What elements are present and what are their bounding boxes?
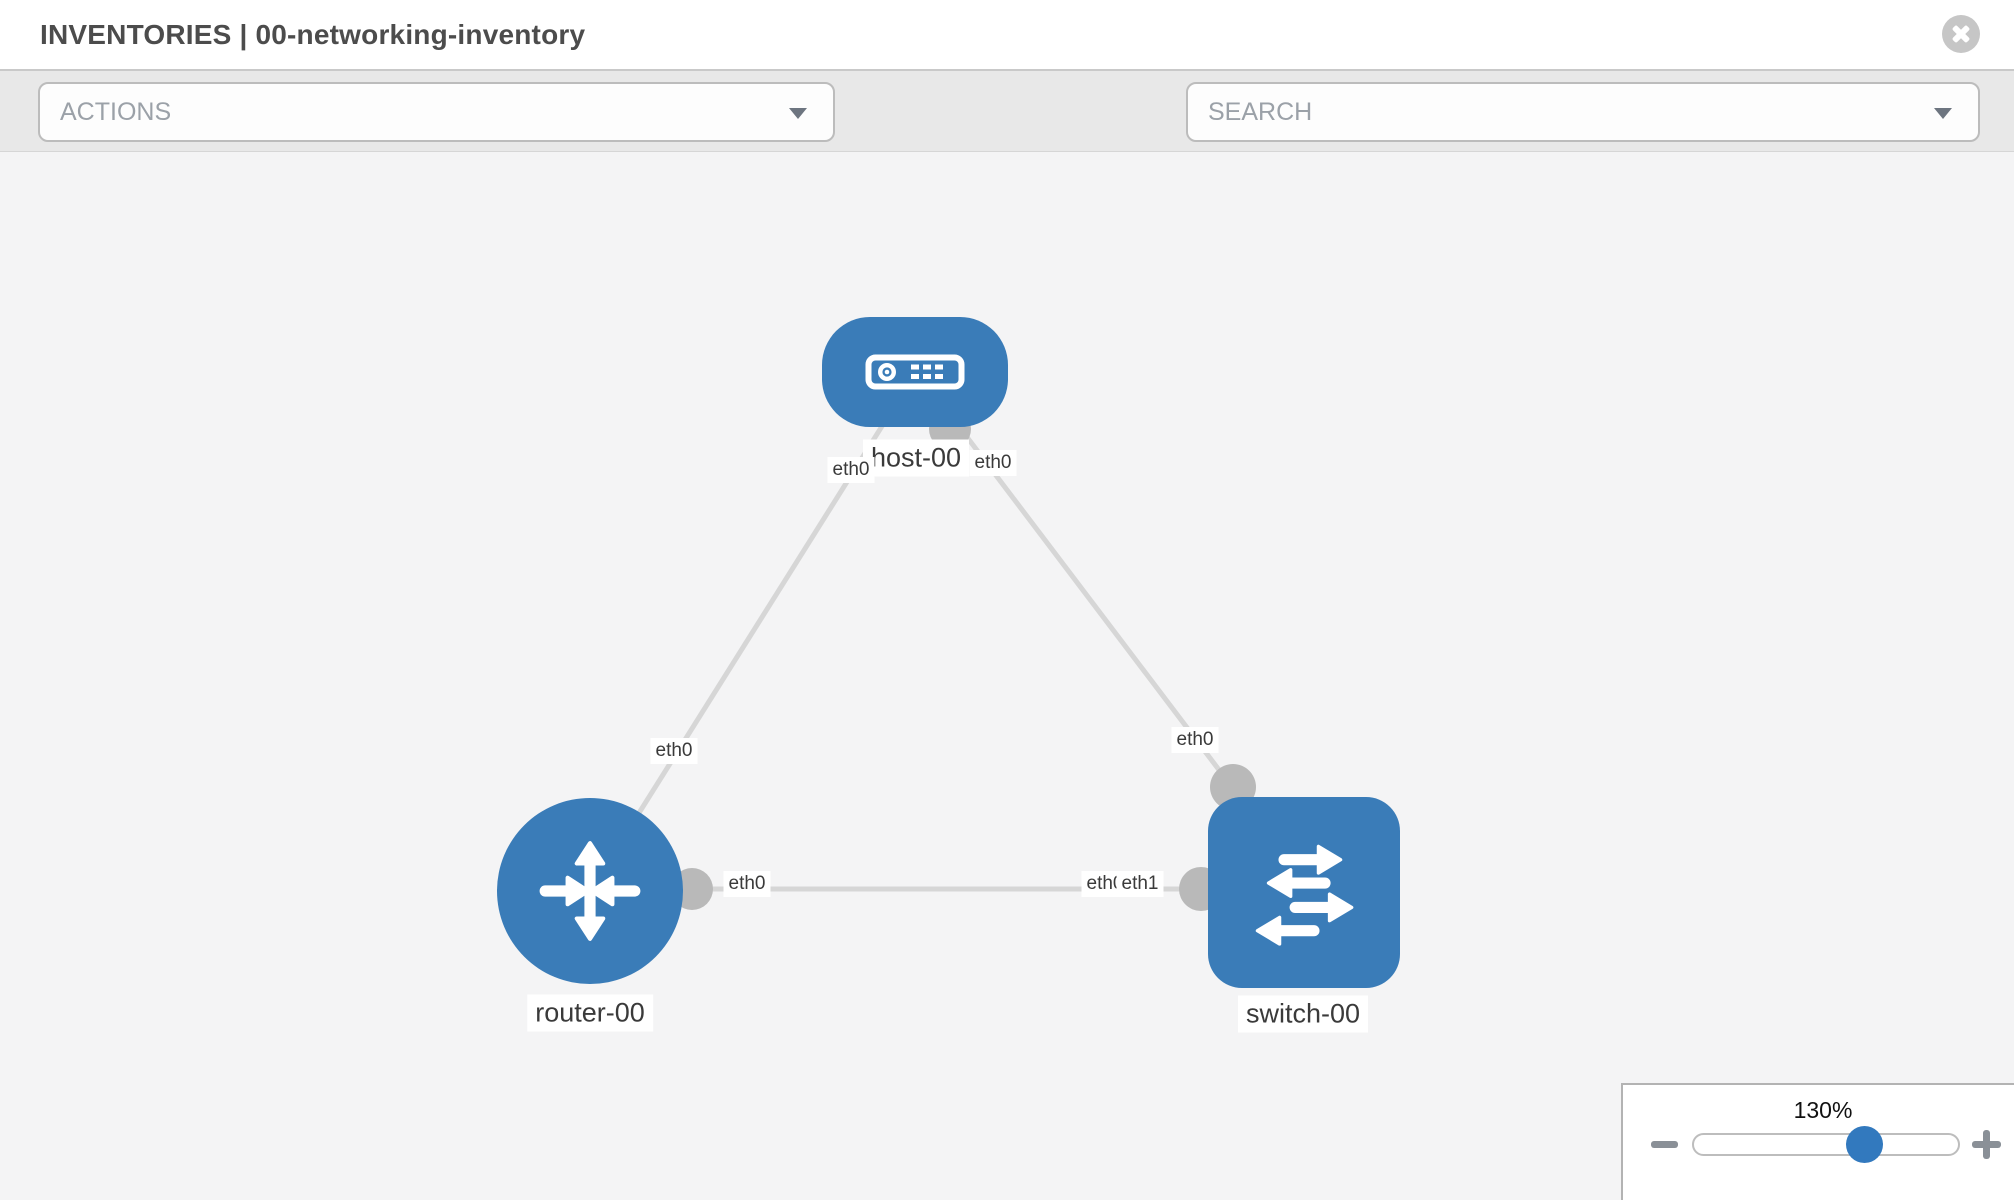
chevron-down-icon <box>789 108 807 119</box>
node-switch-00[interactable] <box>1208 797 1400 988</box>
node-label-router-00: router-00 <box>527 994 653 1032</box>
toolbar: ACTIONS SEARCH <box>0 71 2014 205</box>
link-lines <box>587 370 1240 893</box>
zoom-slider-track[interactable] <box>1692 1133 1960 1156</box>
actions-dropdown-label: ACTIONS <box>60 98 172 126</box>
eth-label-switch-horizontal-front: eth1 <box>1116 871 1164 897</box>
topology-canvas[interactable]: host-00 router-00 switch-00 eth0 eth0 et… <box>0 152 2014 1200</box>
node-host-00[interactable] <box>822 317 1008 427</box>
eth-label-host-right: eth0 <box>969 450 1017 476</box>
header: INVENTORIES | 00-networking-inventory <box>0 0 2014 71</box>
router-icon <box>539 841 641 941</box>
search-dropdown[interactable]: SEARCH <box>1186 82 1980 142</box>
close-button[interactable] <box>1942 15 1980 53</box>
zoom-control-panel: 130% <box>1621 1083 2014 1200</box>
chevron-down-icon <box>1934 108 1952 119</box>
zoom-in-button[interactable] <box>1972 1130 2001 1159</box>
eth-label-router-horizontal: eth0 <box>723 871 771 897</box>
switch-icon <box>1255 844 1354 946</box>
eth-label-host-left: eth0 <box>827 457 875 483</box>
zoom-percentage: 130% <box>1793 1097 1853 1123</box>
server-icon <box>865 354 965 390</box>
zoom-out-button[interactable] <box>1651 1141 1678 1148</box>
eth-label-router-diagonal: eth0 <box>650 738 698 764</box>
link-host-switch <box>918 373 1240 797</box>
actions-dropdown[interactable]: ACTIONS <box>38 82 835 142</box>
eth-label-switch-top: eth0 <box>1171 727 1219 753</box>
page-title: INVENTORIES | 00-networking-inventory <box>40 19 586 50</box>
search-placeholder: SEARCH <box>1208 98 1313 126</box>
node-label-host-00: host-00 <box>862 439 970 477</box>
node-label-switch-00: switch-00 <box>1237 995 1369 1033</box>
zoom-slider-handle[interactable] <box>1846 1126 1883 1163</box>
node-router-00[interactable] <box>497 798 683 984</box>
plus-icon <box>1983 1130 1990 1159</box>
